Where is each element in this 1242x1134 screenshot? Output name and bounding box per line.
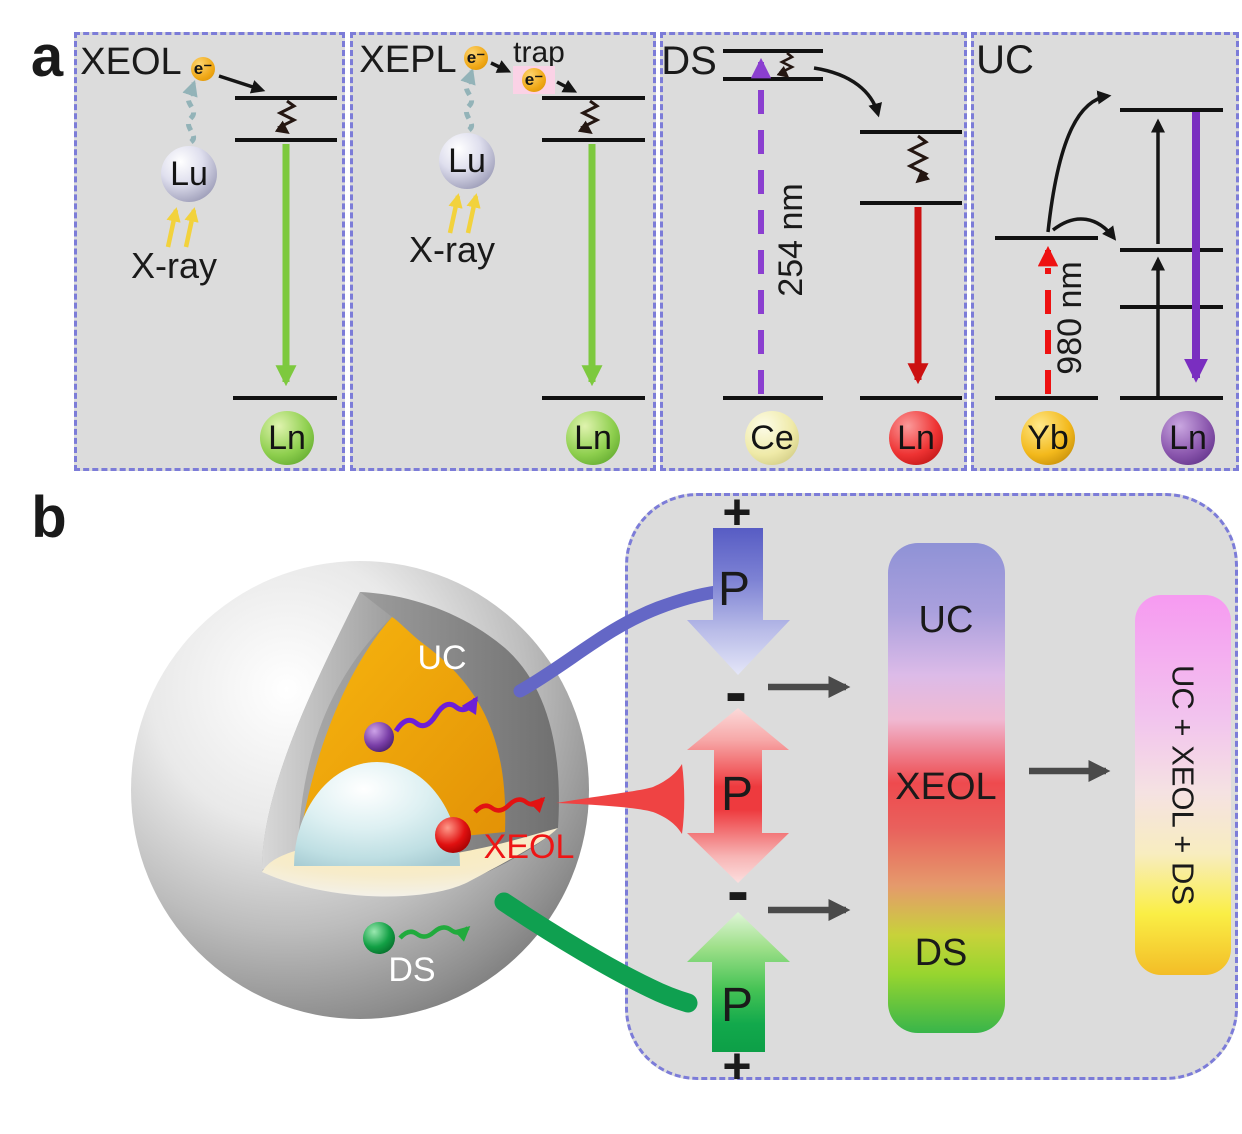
core-dome xyxy=(294,762,460,866)
electron-ball-xeol: e⁻ xyxy=(191,57,215,81)
xeol-emitter-dot xyxy=(435,817,471,853)
uc-emitter-dot xyxy=(364,722,394,752)
xray-label-xeol: X-ray xyxy=(130,245,218,286)
ln-label: Ln xyxy=(1169,418,1207,457)
xeol-title: XEOL xyxy=(80,41,182,83)
xeol-photon-wave xyxy=(473,796,546,814)
uc-title: UC xyxy=(976,38,1034,82)
uc-power-plus: + xyxy=(722,484,752,540)
bar-xeol-label: XEOL xyxy=(895,766,997,808)
bar-ds-label: DS xyxy=(914,932,968,974)
xepl-title: XEPL xyxy=(359,39,457,81)
bar-uc-label: UC xyxy=(918,599,974,641)
uc-power-p: P xyxy=(717,563,751,616)
ds-title: DS xyxy=(661,39,717,83)
trapped-electron-ball: e⁻ xyxy=(522,68,546,92)
ln-ball-xepl: Ln xyxy=(566,411,620,465)
ce-label: Ce xyxy=(750,418,794,457)
panel-uc xyxy=(971,32,1239,471)
xray-label-xepl: X-ray xyxy=(408,229,496,270)
combined-spectrum-bar xyxy=(1135,595,1231,975)
ln-label: Ln xyxy=(897,418,935,457)
panel-ds xyxy=(660,32,967,471)
ln-ball-ds: Ln xyxy=(889,411,943,465)
ds-emitter-dot xyxy=(363,922,395,954)
ds-power-minus: - xyxy=(727,853,749,927)
combined-bar-label: UC + XEOL + DS xyxy=(1165,664,1201,906)
ln-ball-xeol: Ln xyxy=(260,411,314,465)
particle-ds-label: DS xyxy=(388,951,436,989)
xeol-power-p: P xyxy=(720,768,754,821)
trap-label: trap xyxy=(513,36,565,69)
yb-ball: Yb xyxy=(1021,411,1075,465)
ln-ball-uc: Ln xyxy=(1161,411,1215,465)
ln-label: Ln xyxy=(268,418,306,457)
ds-photon-wave xyxy=(398,925,471,942)
electron-label: e⁻ xyxy=(466,48,486,67)
cutaway-wall xyxy=(262,592,392,870)
lu-ball-xeol: Lu xyxy=(161,146,217,202)
core-shell-nanoparticle xyxy=(131,561,589,1019)
electron-ball-xepl: e⁻ xyxy=(464,46,488,70)
uc-shell-orange xyxy=(298,617,506,852)
uc-power-minus: - xyxy=(725,654,747,728)
electron-label: e⁻ xyxy=(193,59,213,78)
panel-a-label: a xyxy=(30,24,64,89)
lu-ball-xepl: Lu xyxy=(439,133,495,189)
lu-label: Lu xyxy=(448,141,486,180)
wavelength-254nm: 254 nm xyxy=(772,183,810,297)
ln-label: Ln xyxy=(574,418,612,457)
ds-power-plus: + xyxy=(722,1038,752,1094)
panel-xepl xyxy=(350,32,656,471)
ds-power-p: P xyxy=(720,979,754,1032)
electron-label: e⁻ xyxy=(524,70,544,89)
particle-uc-label: UC xyxy=(417,639,467,677)
spectrum-gradient-bar xyxy=(888,543,1005,1033)
lu-label: Lu xyxy=(170,154,208,193)
uc-photon-wave xyxy=(393,696,479,733)
particle-xeol-label: XEOL xyxy=(483,828,575,866)
ce-ball: Ce xyxy=(745,411,799,465)
panel-b-label: b xyxy=(31,485,67,550)
wavelength-980nm: 980 nm xyxy=(1051,261,1089,375)
yb-label: Yb xyxy=(1027,418,1069,457)
